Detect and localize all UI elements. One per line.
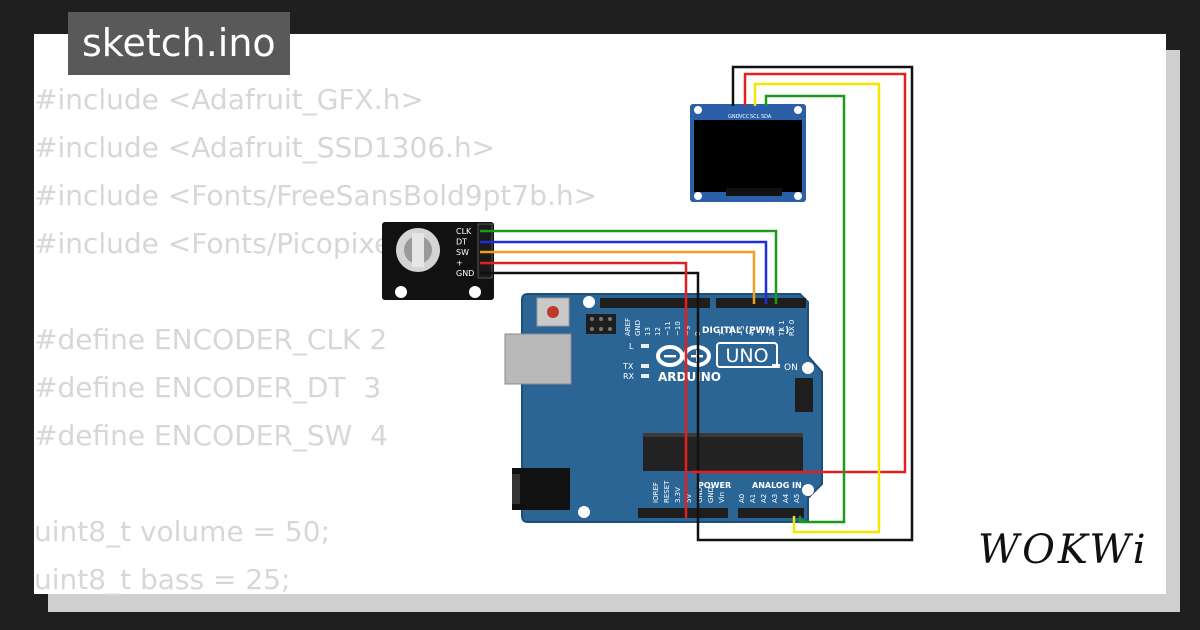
digital-pin-label: ~11 xyxy=(664,321,672,336)
digital-pin-label: 12 xyxy=(654,327,662,336)
code-line: #include <Adafruit_SSD1306.h> xyxy=(34,131,496,164)
encoder-pin-label: + xyxy=(456,259,463,268)
oled-pin-label: SDA xyxy=(761,114,772,120)
l-label: L xyxy=(629,342,634,351)
oled-pin-label: SCL xyxy=(750,114,760,120)
board-logo-text: ARDUINO xyxy=(658,370,721,384)
power-pin-label: Vin xyxy=(718,492,726,503)
header-top-right xyxy=(716,298,806,308)
digital-pin-label: 4 xyxy=(748,331,756,336)
on-label: ON xyxy=(784,363,798,373)
analog-pin-label: A1 xyxy=(749,494,757,503)
digital-pin-label: 2 xyxy=(768,332,776,336)
code-line: #include <Fonts/FreeSansBold9pt7b.h> xyxy=(34,179,598,212)
digital-pin-label: 7 xyxy=(718,332,726,336)
code-line: #include <Adafruit_GFX.h> xyxy=(34,83,424,116)
encoder-pin-label: GND xyxy=(456,269,474,278)
tx-label: TX xyxy=(622,362,634,371)
analog-pin-label: A4 xyxy=(782,493,790,503)
digital-pin-label: RX 0 xyxy=(788,320,796,336)
led-tx xyxy=(641,364,649,368)
power-label: POWER xyxy=(698,481,731,490)
power-pin-label: IOREF xyxy=(652,482,660,503)
rx-label: RX xyxy=(623,372,635,381)
code-editor[interactable]: #include <Adafruit_GFX.h> #include <Adafr… xyxy=(34,76,597,604)
arduino-uno-board[interactable]: UNO ARDUINO ON L TX RX DIGITAL (PWM ~) P… xyxy=(504,293,823,523)
power-pin-label: GND xyxy=(707,487,715,503)
power-pin-label: GND xyxy=(696,487,704,503)
code-line: #define ENCODER_SW 4 xyxy=(34,419,388,452)
power-pin-label: RESET xyxy=(663,480,671,503)
led-rx xyxy=(641,374,649,378)
analog-pin-label: A0 xyxy=(738,494,746,503)
file-tab[interactable]: sketch.ino xyxy=(68,12,290,75)
board-model: UNO xyxy=(725,345,768,367)
power-jack xyxy=(512,468,570,510)
power-pin-label: 5V xyxy=(685,494,693,503)
led-l xyxy=(641,344,649,348)
code-line: #define ENCODER_DT 3 xyxy=(34,371,382,404)
header-analog xyxy=(738,508,804,518)
code-line: uint8_t bass = 25; xyxy=(34,563,291,596)
encoder-pin-label: CLK xyxy=(456,227,472,236)
digital-pin-label: ~9 xyxy=(684,326,692,336)
header-top-left xyxy=(600,298,710,308)
digital-pin-label: TX 1 xyxy=(778,320,786,337)
oled-pin-label: GND xyxy=(728,114,740,120)
analog-label: ANALOG IN xyxy=(752,481,802,490)
icsp-header xyxy=(586,314,616,334)
digital-pin-label: 13 xyxy=(644,327,652,336)
digital-pin-label: AREF xyxy=(624,318,632,336)
code-line: #define ENCODER_CLK 2 xyxy=(34,323,388,356)
wires xyxy=(480,65,914,542)
digital-pin-label: ~10 xyxy=(674,321,682,336)
digital-label: DIGITAL (PWM ~) xyxy=(702,326,789,336)
atmega-chip xyxy=(643,433,803,471)
encoder-pin-label: DT xyxy=(456,238,467,247)
code-line: uint8_t volume = 50; xyxy=(34,515,330,548)
digital-pin-label: ~5 xyxy=(738,326,746,336)
header-power xyxy=(638,508,728,518)
analog-pin-label: A3 xyxy=(771,494,779,503)
wokwi-logo: WOKWi xyxy=(978,527,1149,573)
encoder-pin-label: SW xyxy=(456,248,469,257)
digital-pin-label: ~3 xyxy=(758,326,766,336)
usb-port xyxy=(504,333,572,385)
digital-pin-label: ~6 xyxy=(728,325,736,336)
power-pin-label: 3.3V xyxy=(674,487,682,503)
oled-pin-label: VCC xyxy=(739,114,750,120)
analog-pin-label: A5 xyxy=(793,494,801,503)
digital-pin-label: GND xyxy=(634,320,642,336)
analog-pin-label: A2 xyxy=(760,494,768,503)
